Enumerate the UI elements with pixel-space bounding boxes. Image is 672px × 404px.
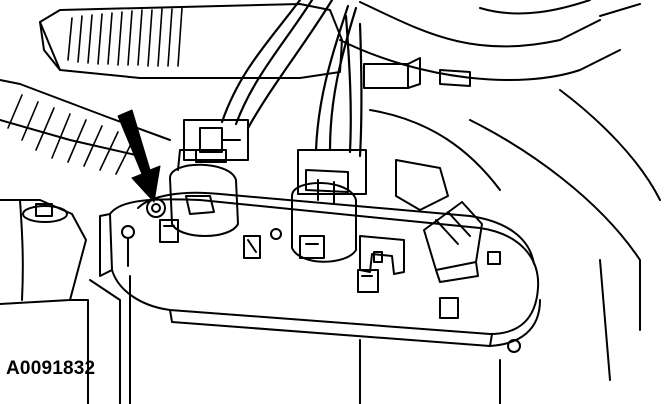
small-socket-3 [270,228,282,240]
vent-louvers [67,7,183,67]
arrow-down-icon [117,109,161,203]
cluster-tab [395,159,449,211]
lower-column-structure [69,259,611,404]
small-socket-1 [159,219,179,243]
instrument-cluster [99,119,541,353]
right-connector [423,201,483,283]
mounting-screw-left [146,198,166,218]
left-trim-panel [0,79,171,305]
mounting-screw-lower [121,225,135,239]
bulb-socket-center [291,149,367,263]
small-clip [487,251,501,265]
figure-code: A0091832 [6,358,96,379]
small-socket-4 [357,269,379,293]
mounting-screw-right [507,339,521,353]
connector-bracket [359,235,405,275]
dash-vent-housing [39,0,661,331]
wiring-harness [220,0,363,158]
bulb-socket-left [169,119,249,237]
panel-hatching [7,94,135,175]
small-socket-5 [439,297,459,319]
small-socket-2 [243,235,261,259]
